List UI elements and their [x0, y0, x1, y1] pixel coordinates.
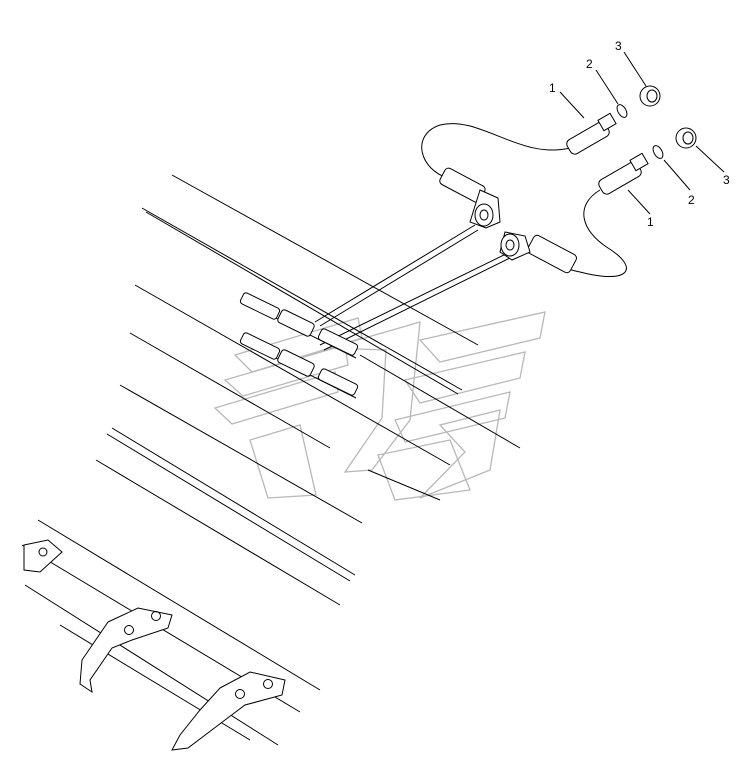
- watermark-logo: [213, 311, 546, 501]
- vehicle-frame: [95, 174, 521, 606]
- harness-connectors: [239, 292, 359, 396]
- callout-label: 1: [549, 81, 556, 95]
- sensor-assembly-lower: [598, 127, 697, 195]
- mounting-beam: [21, 519, 321, 751]
- callout-label: 3: [615, 39, 622, 53]
- callout-leaders: [559, 51, 725, 215]
- callout-label: 2: [586, 57, 593, 71]
- elbow-connector-right: [499, 231, 577, 274]
- sensor-assembly-upper: [566, 85, 661, 155]
- callout-label: 2: [688, 193, 695, 207]
- callout-label: 1: [647, 215, 654, 229]
- callout-label: 3: [723, 173, 730, 187]
- elbow-connector-left: [439, 167, 501, 229]
